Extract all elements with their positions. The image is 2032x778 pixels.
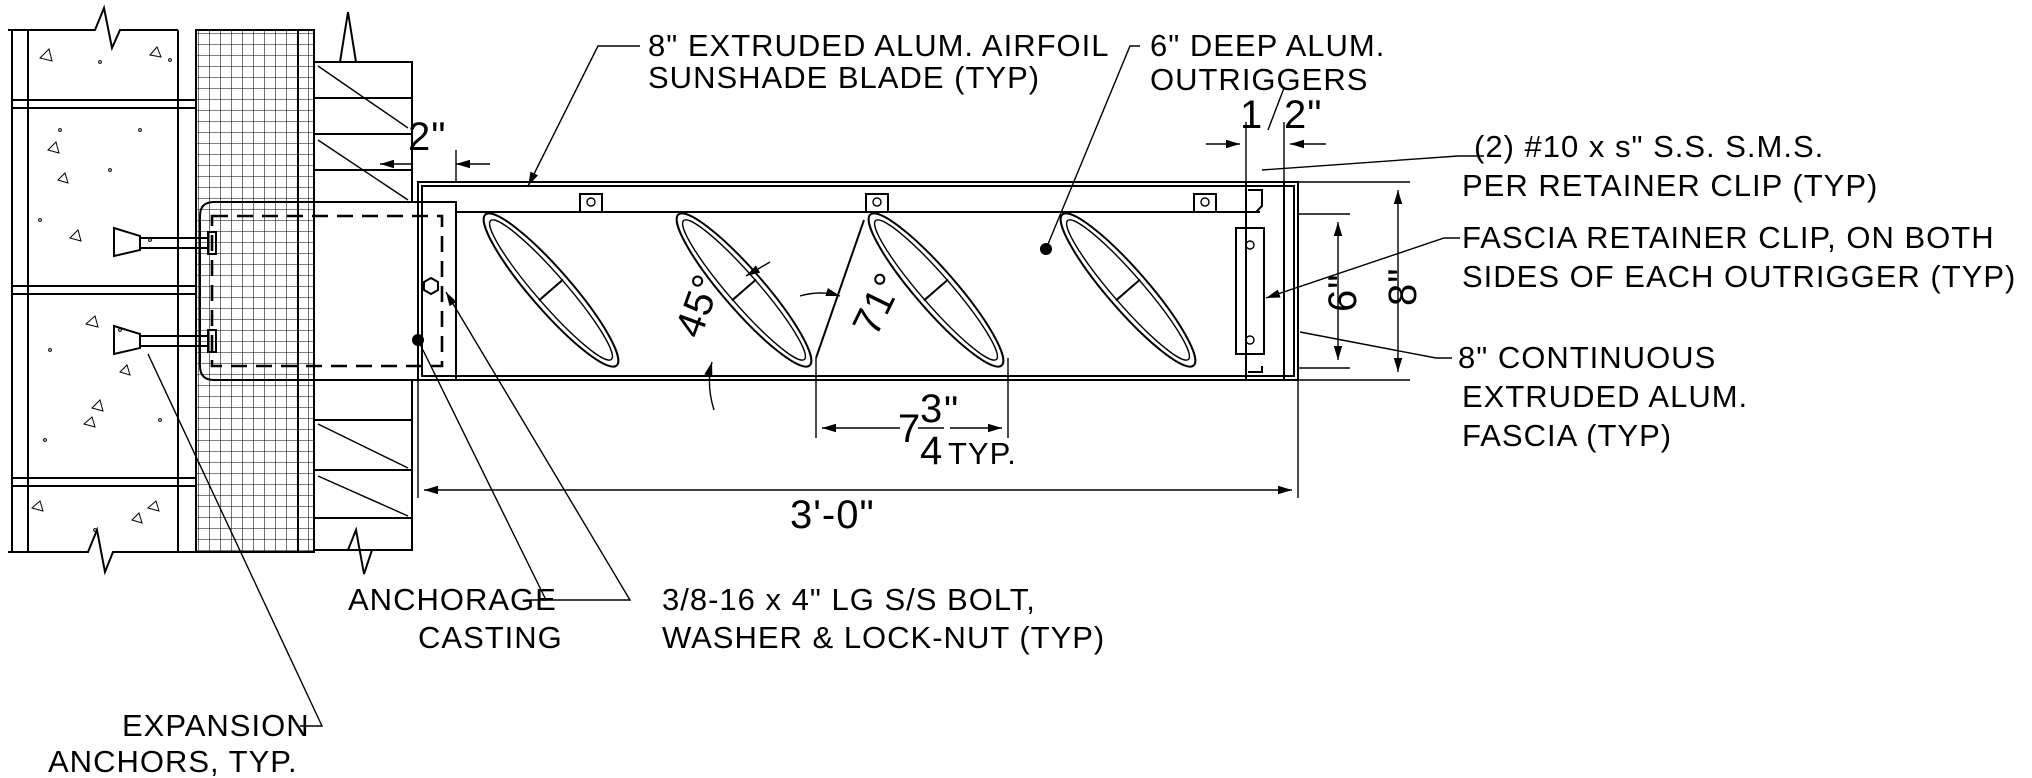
fascia-line-2: EXTRUDED ALUM.: [1462, 379, 1748, 414]
label-casting: ANCHORAGE CASTING: [348, 582, 563, 655]
dim-spacing-unit: ": [944, 389, 959, 433]
label-fascia: 8" CONTINUOUS EXTRUDED ALUM. FASCIA (TYP…: [1458, 340, 1748, 453]
casting-line-1: ANCHORAGE: [348, 582, 557, 617]
outriggers-line-2: OUTRIGGERS: [1150, 62, 1368, 97]
expansion-anchor-upper: [113, 226, 217, 258]
casting-line-2: CASTING: [418, 620, 563, 655]
screws-line-1: (2) #10 x s" S.S. S.M.S.: [1474, 129, 1824, 164]
concrete-hatch: [30, 46, 172, 532]
label-anchors: EXPANSION ANCHORS, TYP.: [48, 708, 310, 778]
retainer-tab-2: [865, 193, 889, 213]
screws-line-2: PER RETAINER CLIP (TYP): [1462, 168, 1878, 203]
bolt-line-1: 3/8-16 x 4" LG S/S BOLT,: [662, 582, 1036, 617]
retainer-tab-1: [579, 193, 603, 213]
label-blade: 8" EXTRUDED ALUM. AIRFOIL SUNSHADE BLADE…: [648, 28, 1110, 95]
leader-lines: [147, 45, 1484, 727]
dim-spacing-note: TYP.: [948, 436, 1017, 471]
dim-spacing-whole: 7: [898, 407, 921, 451]
veneer-grid: [195, 29, 315, 553]
dim-angle-gap: 71°: [845, 266, 912, 342]
dim-gap: 2": [408, 115, 446, 159]
blade-line-1: 8" EXTRUDED ALUM. AIRFOIL: [648, 28, 1110, 63]
clip-line-1: FASCIA RETAINER CLIP, ON BOTH: [1462, 220, 1995, 255]
bolt-hex: [423, 276, 439, 296]
label-bolt: 3/8-16 x 4" LG S/S BOLT, WASHER & LOCK-N…: [662, 582, 1105, 655]
anchors-line-1: EXPANSION: [122, 708, 310, 743]
fascia: [1235, 181, 1285, 381]
panel-top: [313, 11, 413, 203]
label-outriggers: 6" DEEP ALUM. OUTRIGGERS: [1150, 28, 1385, 97]
label-clip: FASCIA RETAINER CLIP, ON BOTH SIDES OF E…: [1462, 220, 2016, 294]
dim-half-top: 1: [1240, 93, 1263, 137]
dim-depth-6: 6": [1321, 274, 1365, 312]
dimension-text: 2" 1 2" 45° 71° 7 3 4 " TYP. 3'-0" 6" 8": [408, 87, 1425, 537]
blade-line-2: SUNSHADE BLADE (TYP): [648, 60, 1040, 95]
outrigger-frame: [417, 181, 1299, 381]
panel-bottom: [313, 379, 413, 575]
dim-angle-blade: 45°: [667, 268, 730, 343]
dim-spacing-num: 3: [920, 387, 943, 431]
airfoil-blades: [482, 212, 1197, 368]
wall-assembly: [8, 4, 413, 576]
retainer-tab-3: [1193, 193, 1217, 213]
dim-spacing-den: 4: [920, 429, 943, 473]
label-screws: (2) #10 x s" S.S. S.M.S. PER RETAINER CL…: [1462, 129, 1878, 203]
dim-depth-8: 8": [1381, 268, 1425, 306]
airfoil-blade-1: [482, 212, 620, 368]
expansion-anchor-lower: [113, 324, 217, 356]
airfoil-blade-4: [1059, 212, 1197, 368]
clip-line-2: SIDES OF EACH OUTRIGGER (TYP): [1462, 259, 2016, 294]
fascia-line-3: FASCIA (TYP): [1462, 418, 1672, 453]
dimension-lines: [380, 122, 1410, 498]
cmu-wall: [8, 4, 197, 576]
anchorage-casting: [113, 201, 457, 381]
dim-half-bottom: 2": [1284, 93, 1322, 137]
airfoil-blade-3: [867, 212, 1005, 368]
fascia-line-1: 8" CONTINUOUS: [1458, 340, 1716, 375]
dim-overall: 3'-0": [790, 493, 875, 537]
bolt-line-2: WASHER & LOCK-NUT (TYP): [662, 620, 1105, 655]
airfoil-blade-2: [675, 212, 813, 368]
anchors-line-2: ANCHORS, TYP.: [48, 744, 298, 778]
outriggers-line-1: 6" DEEP ALUM.: [1150, 28, 1385, 63]
